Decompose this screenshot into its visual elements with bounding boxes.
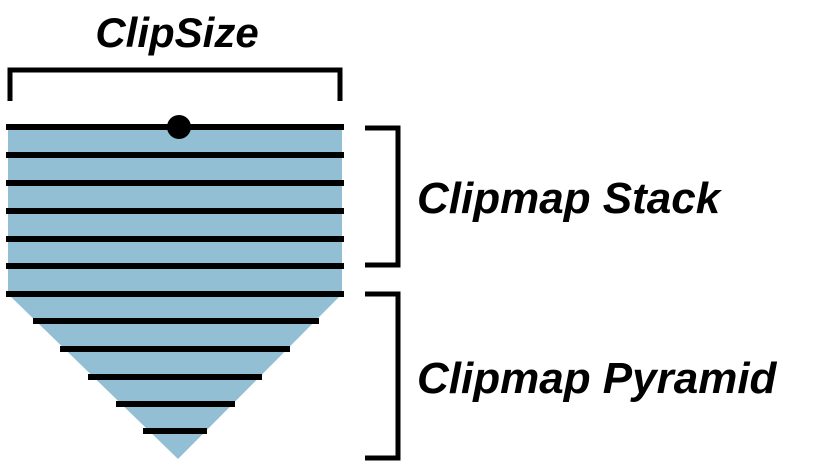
clipmap-stack-label: Clipmap Stack	[417, 174, 723, 223]
stack-bracket	[365, 125, 401, 268]
pyramid-bracket	[365, 291, 401, 461]
clipsize-bracket	[7, 67, 343, 101]
center-point-marker	[167, 115, 191, 139]
clipsize-label: ClipSize	[95, 9, 258, 56]
clipmap-pyramid-label: Clipmap Pyramid	[417, 354, 778, 403]
pyramid-levels	[6, 291, 344, 434]
